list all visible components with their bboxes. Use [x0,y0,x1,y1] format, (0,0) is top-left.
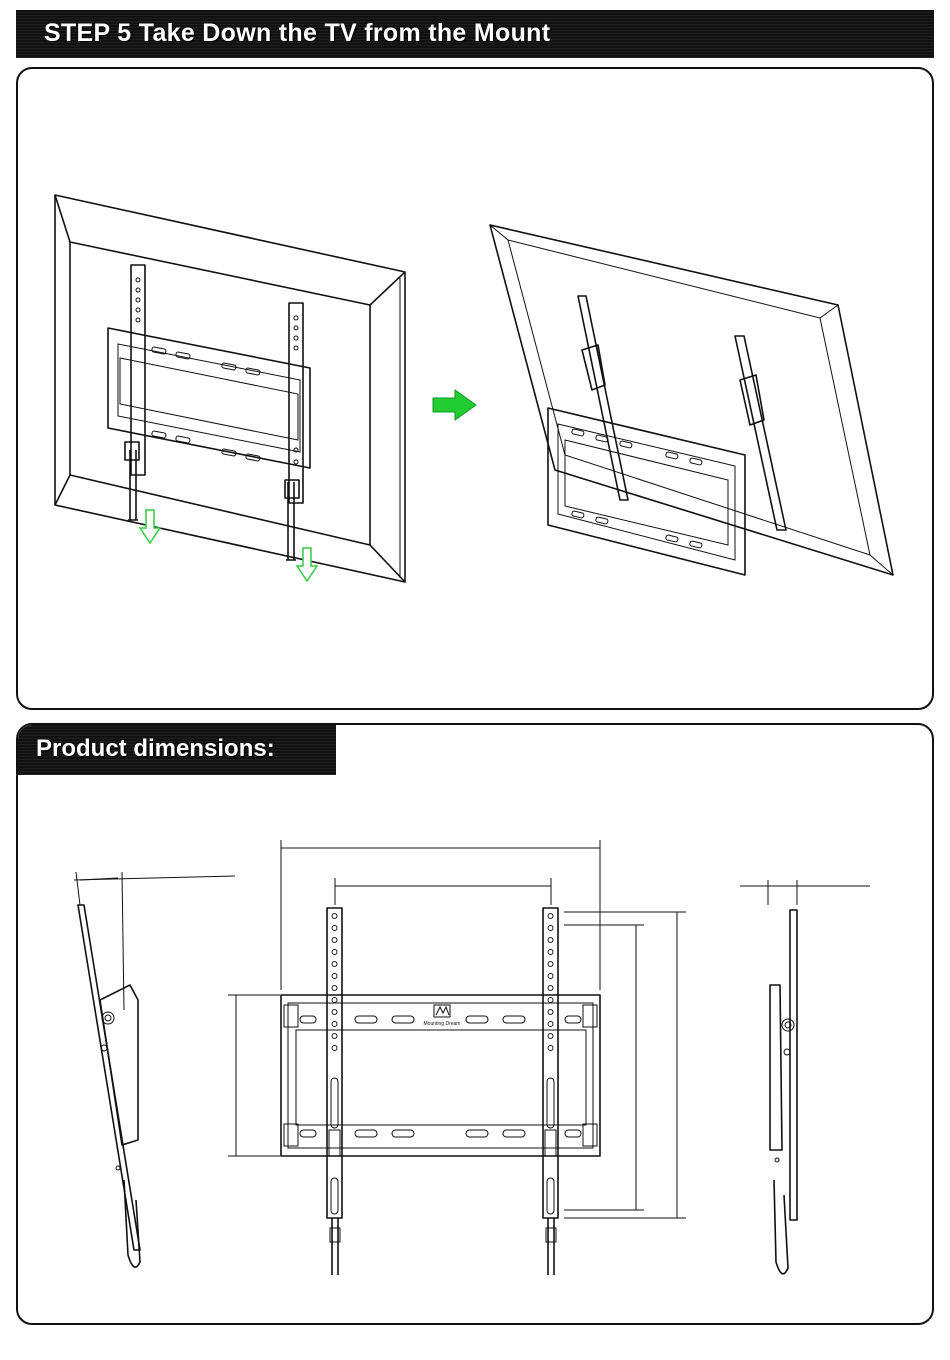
mounting-dream-logo: Mounting Dream [424,1005,461,1027]
side-view-flat [740,880,870,1274]
logo-text: Mounting Dream [424,1021,461,1027]
front-view [228,840,686,1275]
side-view-tilted [74,872,235,1267]
